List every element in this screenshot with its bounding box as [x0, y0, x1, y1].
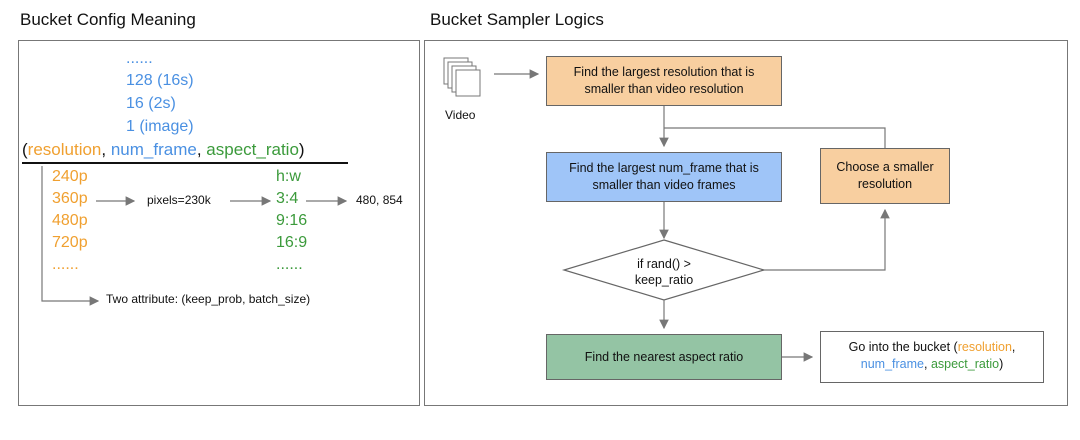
- tuple-aspect-ratio: aspect_ratio: [206, 140, 299, 159]
- final-aspect-ratio: aspect_ratio: [930, 356, 1000, 371]
- final-num-frame: num_frame: [860, 356, 924, 371]
- final-sep2: ,: [924, 356, 931, 371]
- choose-smaller-resolution-box: Choose a smaller resolution: [820, 148, 950, 204]
- final-close: ): [999, 356, 1004, 371]
- frame-option-ellipsis: ......: [126, 50, 153, 67]
- resolution-360p: 360p: [52, 190, 88, 207]
- final-prefix: Go into the bucket (: [848, 340, 958, 354]
- tuple-resolution: resolution: [27, 140, 102, 159]
- tuple-close: ): [298, 140, 305, 159]
- result-dimensions: 480, 854: [356, 193, 403, 207]
- decision-label: if rand() > keep_ratio: [634, 257, 694, 288]
- resolution-720p: 720p: [52, 234, 88, 251]
- resolution-480p: 480p: [52, 212, 88, 229]
- pixels-label: pixels=230k: [147, 193, 211, 207]
- resolution-ellipsis: ......: [52, 256, 79, 273]
- resolution-240p: 240p: [52, 168, 88, 185]
- video-stack-icon: [442, 56, 482, 98]
- arrow-smaller-loop-back: [664, 127, 886, 148]
- ratio-16-9: 16:9: [276, 234, 308, 251]
- tuple-num-frame: num_frame: [110, 140, 197, 159]
- ratio-9-16: 9:16: [276, 212, 308, 229]
- arrow-decision-to-smaller: [764, 208, 890, 271]
- find-largest-resolution-box: Find the largest resolution that is smal…: [546, 56, 782, 106]
- tuple-sep1: ,: [101, 140, 111, 159]
- find-nearest-aspect-ratio-box: Find the nearest aspect ratio: [546, 334, 782, 380]
- tuple-sep2: ,: [196, 140, 207, 159]
- bucket-tuple: (resolution, num_frame, aspect_ratio): [22, 140, 305, 160]
- arrow-resolution-to-attributes: [41, 166, 100, 306]
- final-sep1: ,: [1011, 340, 1016, 354]
- ratio-header: h:w: [276, 168, 301, 185]
- attribute-note: Two attribute: (keep_prob, batch_size): [106, 292, 311, 306]
- final-resolution: resolution: [957, 340, 1012, 354]
- go-into-bucket-box: Go into the bucket (resolution, num_fram…: [820, 331, 1044, 383]
- video-label: Video: [445, 108, 476, 122]
- bucket-config-panel: [18, 40, 420, 406]
- ratio-3-4: 3:4: [276, 190, 299, 207]
- frame-option-1: 1 (image): [126, 118, 194, 135]
- tuple-open: (: [22, 140, 28, 159]
- left-panel-title: Bucket Config Meaning: [20, 10, 196, 29]
- ratio-ellipsis: ......: [276, 256, 303, 273]
- frame-option-16: 16 (2s): [126, 95, 176, 112]
- find-largest-num-frame-box: Find the largest num_frame that is small…: [546, 152, 782, 202]
- frame-option-128: 128 (16s): [126, 72, 194, 89]
- right-panel-title: Bucket Sampler Logics: [430, 10, 604, 29]
